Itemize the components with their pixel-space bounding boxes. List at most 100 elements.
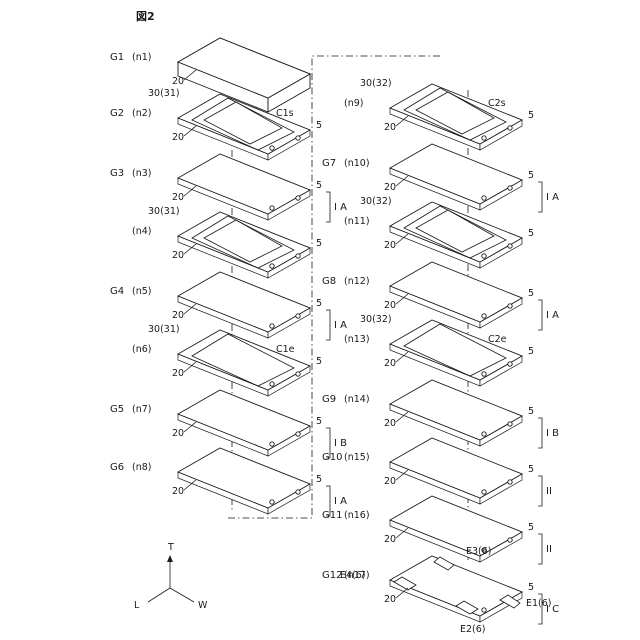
bracket [326,192,330,222]
via-hole [482,136,486,140]
ref-label: 20 [172,132,184,143]
via-hole [508,480,512,484]
ref-label: 20 [384,534,396,545]
via-hole [296,136,300,140]
group-label: G6 [110,462,124,473]
group-label: G5 [110,404,124,415]
coil-label: 30(32) [360,78,392,89]
via-hole [270,264,274,268]
insulation-label: I A [334,202,347,213]
coil-label: 30(31) [148,324,180,335]
layer-label: (n7) [132,404,151,415]
ref-label: 20 [384,594,396,605]
right-layer-6: 520(n14)G9I B [322,380,559,448]
insulation-label: I B [334,438,347,449]
ref-label: 20 [172,192,184,203]
layer-label: (n13) [344,334,370,345]
coil-end-label: C1s [276,108,294,119]
axis-l [148,588,170,602]
via-label: 5 [528,110,534,121]
layer-label: (n2) [132,108,151,119]
bracket [538,476,542,506]
left-layer-3: 5 20 (n3) G3 I A [110,154,347,222]
group-label: G2 [110,108,124,119]
via-label: 5 [316,356,322,367]
group-label: G4 [110,286,124,297]
via-hole [296,314,300,318]
via-hole [508,538,512,542]
via-label: 5 [528,464,534,475]
via-label: 5 [316,180,322,191]
via-hole [508,362,512,366]
left-layer-4: 520(n4)30(31) [132,206,322,278]
axis-w [170,588,194,602]
left-layer-7: 520(n7)G5I B [110,390,347,458]
arrow-up-icon [167,555,173,562]
group-label: G11 [322,510,342,521]
insulation-label: I B [546,428,559,439]
via-hole [296,432,300,436]
ref-label: 20 [384,358,396,369]
bracket [538,418,542,448]
via-hole [270,146,274,150]
right-layer-5: 520(n13)30(32)C2e [344,314,534,386]
via-hole [270,324,274,328]
group-label: G10 [322,452,342,463]
coil-label: 30(31) [148,88,180,99]
ref-label: 20 [384,300,396,311]
via-hole [270,206,274,210]
insulation-label: I C [546,604,559,615]
via-hole [296,490,300,494]
layer-label: (n12) [344,276,370,287]
bracket [538,300,542,330]
via-hole [508,186,512,190]
via-hole [508,244,512,248]
left-layer-6: 520(n6)30(31)C1e [132,324,322,396]
via-label: 5 [316,238,322,249]
insulation-label: I A [334,496,347,507]
bracket [538,534,542,564]
ref-label: 20 [384,240,396,251]
axis-t-label: T [167,542,174,553]
via-label: 5 [316,298,322,309]
group-label: G3 [110,168,124,179]
via-hole [296,372,300,376]
coil-label: 30(32) [360,196,392,207]
layer-label: (n3) [132,168,151,179]
group-label: G1 [110,52,124,63]
left-layer-5: 520(n5)G4I A [110,272,347,340]
ref-label: 20 [384,182,396,193]
right-layer-1: 520(n9)30(32)C2s [344,78,534,150]
layer-label: (n8) [132,462,151,473]
layer-label: (n10) [344,158,370,169]
via-hole [508,126,512,130]
ref-label: 20 [172,250,184,261]
left-layer-8: 520(n8)G6I A [110,448,347,516]
via-label: 5 [528,406,534,417]
via-hole [482,254,486,258]
ref-label: 20 [172,310,184,321]
axis-l-label: L [134,600,140,611]
via-label: 5 [316,416,322,427]
right-layer-8: 520(n16)G11II [322,496,552,564]
layer-label: (n15) [344,452,370,463]
ref-label: 20 [384,476,396,487]
axis-w-label: W [198,600,208,611]
via-label: 5 [528,582,534,593]
layer-label: (n1) [132,52,151,63]
via-hole [270,500,274,504]
layer-label: (n4) [132,226,151,237]
layer-label: (n17) [344,570,370,581]
via-label: 5 [528,288,534,299]
via-hole [482,490,486,494]
ref-label: 20 [172,368,184,379]
bracket [538,182,542,212]
ref-label: 20 [384,418,396,429]
layer-label: (n9) [344,98,363,109]
via-hole [482,608,486,612]
via-hole [482,432,486,436]
insulation-label: I A [334,320,347,331]
right-layer-4: 520(n12)G8I A [322,262,559,330]
